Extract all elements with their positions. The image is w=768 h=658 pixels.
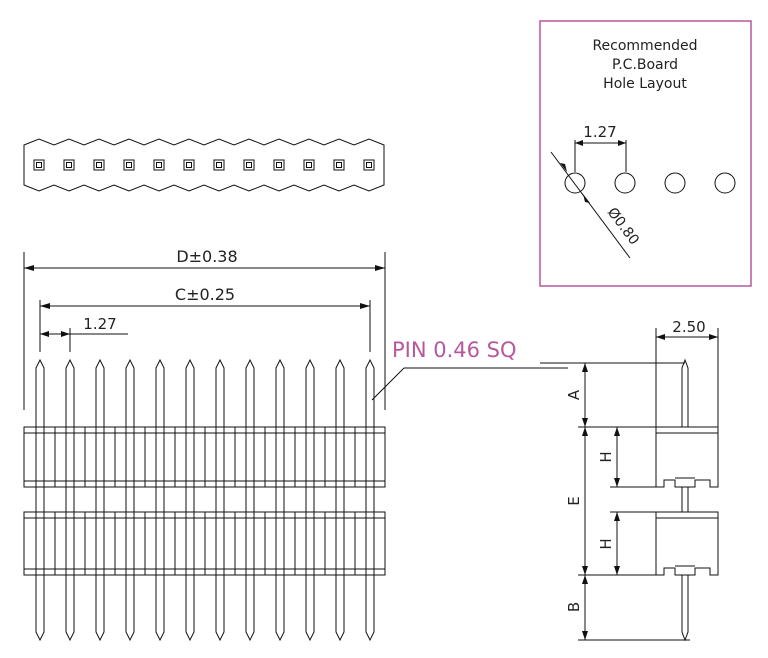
top-view-pin-square [243, 159, 255, 171]
top-view-pin-square [213, 159, 225, 171]
front-pin-bottom [95, 575, 105, 642]
pcb-hole [614, 172, 636, 194]
top-view-pin-square [63, 159, 75, 171]
front-pin-top [335, 358, 345, 427]
front-pin-bottom [35, 575, 45, 642]
pcb-holes [564, 172, 736, 194]
top-view-pin-square-inner [66, 162, 72, 168]
pcb-hole [664, 172, 686, 194]
top-view-pin-square [183, 159, 195, 171]
top-view-pin-square [303, 159, 315, 171]
pin-size-label: PIN 0.46 SQ [392, 338, 517, 362]
top-view-outline [23, 138, 385, 192]
dim-h-upper-label: H [597, 451, 615, 462]
recommended-title-line3: Hole Layout [603, 76, 687, 92]
recommended-title-line1: Recommended [592, 38, 697, 54]
top-view-pin-square-inner [336, 162, 342, 168]
top-view-pin-square [153, 159, 165, 171]
top-view-pin-squares [33, 159, 375, 171]
front-pin-bottom [245, 575, 255, 642]
top-view-pin-square-inner [306, 162, 312, 168]
hole-pitch-label: 1.27 [583, 123, 616, 141]
dim-d-label: D±0.38 [176, 247, 237, 266]
dim-a-label: A [565, 389, 583, 400]
front-pin-bottom [305, 575, 315, 642]
front-pin-top [215, 358, 225, 427]
side-view-body [655, 358, 719, 642]
front-pin-bottom [65, 575, 75, 642]
top-view-pin-square [93, 159, 105, 171]
hole-diameter-label: Ø0.80 [604, 205, 642, 248]
front-pin-top [95, 358, 105, 427]
front-pin-top [35, 358, 45, 427]
front-pin-bottom [215, 575, 225, 642]
front-pin-top [185, 358, 195, 427]
top-view-pin-square-inner [246, 162, 252, 168]
top-view-pin-square [33, 159, 45, 171]
front-pin-bottom [335, 575, 345, 642]
pin-label-leader [371, 367, 405, 401]
top-view-pin-square [123, 159, 135, 171]
front-pin-bottom [365, 575, 375, 642]
top-view-pin-square-inner [96, 162, 102, 168]
dim-b-label: B [565, 602, 583, 612]
top-view-pin-square [273, 159, 285, 171]
front-pin-top [65, 358, 75, 427]
front-pin-top [365, 358, 375, 427]
hole-diameter-leader [550, 151, 631, 259]
top-view-pin-square-inner [36, 162, 42, 168]
front-view: D±0.38 C±0.25 1.27 PIN 0.46 SQ [23, 247, 568, 642]
front-pin-top [305, 358, 315, 427]
recommended-title-line2: P.C.Board [612, 57, 678, 73]
recommended-layout-panel: Recommended P.C.Board Hole Layout 1.27 Ø… [539, 20, 752, 287]
front-pin-top [245, 358, 255, 427]
pcb-hole [714, 172, 736, 194]
front-view-pins [35, 358, 375, 642]
front-pin-top [125, 358, 135, 427]
front-pitch-label: 1.27 [83, 315, 116, 333]
dim-width-label: 2.50 [672, 318, 705, 336]
front-pin-bottom [185, 575, 195, 642]
top-view-pin-square-inner [276, 162, 282, 168]
top-view-pin-square-inner [366, 162, 372, 168]
front-pin-bottom [125, 575, 135, 642]
front-pin-bottom [155, 575, 165, 642]
dim-h-lower-label: H [597, 538, 615, 549]
dim-e-label: E [565, 496, 583, 505]
front-pin-top [155, 358, 165, 427]
top-view-pin-square [363, 159, 375, 171]
top-view-pin-square [333, 159, 345, 171]
top-view [23, 138, 385, 192]
top-view-pin-square-inner [186, 162, 192, 168]
front-pin-top [275, 358, 285, 427]
front-pin-bottom [275, 575, 285, 642]
side-view: 2.50 A E B H H [540, 318, 719, 642]
top-view-pin-square-inner [156, 162, 162, 168]
top-view-pin-square-inner [216, 162, 222, 168]
dim-c-label: C±0.25 [175, 285, 235, 304]
pcb-hole [564, 172, 586, 194]
top-view-pin-square-inner [126, 162, 132, 168]
recommended-box-border [539, 20, 752, 287]
front-view-housings [23, 426, 386, 576]
